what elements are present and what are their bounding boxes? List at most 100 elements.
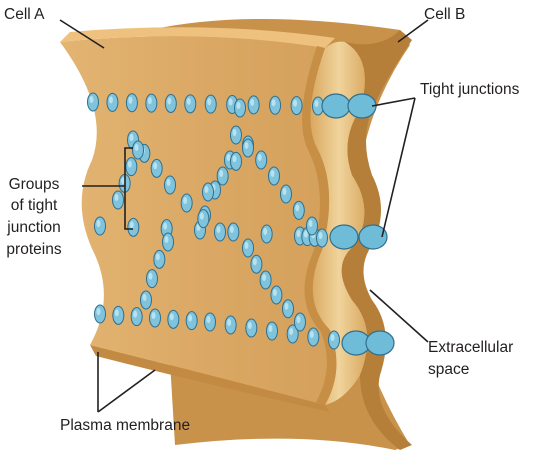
protein-bead [197, 209, 210, 229]
protein-bead [94, 216, 106, 236]
protein-bead-highlight [309, 331, 314, 338]
protein-bead [185, 311, 198, 331]
protein-bead-highlight [164, 236, 169, 243]
protein-bead [112, 190, 124, 210]
protein-bead [145, 93, 158, 113]
protein-bead [164, 93, 177, 113]
protein-bead [125, 157, 138, 177]
protein-bead-highlight [96, 308, 101, 315]
protein-bead [307, 327, 320, 347]
protein-bead [180, 193, 193, 213]
protein-bead [255, 150, 268, 170]
protein-bead [294, 312, 306, 332]
protein-bead-highlight [318, 232, 323, 239]
protein-bead-highlight [207, 98, 212, 106]
protein-bead [87, 92, 99, 112]
protein-bead [127, 217, 140, 237]
cell-b-membrane-edge [341, 30, 412, 450]
protein-bead-highlight [183, 197, 188, 204]
label-extracellular-1: Extracellular [428, 339, 513, 356]
label-groups-1: Groups [9, 176, 60, 193]
protein-bead-highlight [128, 96, 133, 104]
protein-bead [247, 95, 260, 115]
protein-bead [282, 299, 294, 319]
protein-bead-highlight [114, 309, 119, 317]
protein-bead-highlight [247, 322, 252, 329]
protein-bead-highlight [289, 328, 294, 335]
protein-bead [250, 254, 263, 274]
protein-bead-highlight [216, 226, 221, 233]
protein-bead-highlight [204, 186, 209, 193]
protein-bead [269, 95, 282, 115]
protein-bead-highlight [166, 179, 171, 186]
cell-b-leader [397, 19, 429, 43]
protein-bead-highlight [169, 313, 174, 321]
protein-bead [184, 94, 197, 114]
protein-bead-highlight [236, 102, 241, 109]
protein-bead [270, 285, 283, 305]
protein-bead-highlight [219, 170, 224, 177]
protein-bead-highlight [134, 144, 139, 151]
protein-bead [153, 249, 166, 269]
protein-bead-highlight [186, 97, 191, 105]
protein-bead [125, 93, 138, 113]
label-cell-b: Cell B [424, 6, 465, 23]
cell-a-bottom-fold [90, 345, 330, 412]
protein-bead [292, 200, 305, 220]
protein-bead-highlight [252, 258, 257, 266]
protein-bead [202, 182, 214, 202]
protein-bead-highlight [296, 230, 301, 237]
extracellular-leader [369, 289, 429, 343]
protein-bead [260, 224, 273, 244]
cell-a-top-edge [60, 27, 335, 48]
protein-bead [266, 321, 278, 341]
protein-bead-highlight [271, 99, 276, 107]
protein-bead-highlight [129, 134, 134, 141]
protein-bead-highlight [270, 170, 275, 177]
protein-bead [164, 175, 176, 195]
protein-bead [230, 125, 242, 145]
protein-bead-highlight [296, 316, 301, 323]
tight-junction-bottom [341, 330, 395, 356]
protein-bead-highlight [244, 242, 249, 249]
protein-bead [167, 309, 180, 329]
protein-bead [112, 305, 125, 325]
tight-junction-leader-top [371, 97, 416, 107]
label-groups-2: of tight [11, 197, 58, 214]
label-plasma-membrane: Plasma membrane [60, 417, 190, 434]
protein-bead [132, 140, 144, 160]
protein-bead [259, 270, 272, 290]
protein-bead-highlight [96, 220, 101, 227]
label-groups-3: junction [6, 219, 60, 236]
protein-bead [106, 92, 119, 112]
protein-bead-highlight [108, 96, 113, 104]
protein-bead [224, 315, 237, 335]
protein-bead-highlight [151, 312, 156, 319]
protein-bead-highlight [121, 177, 126, 185]
protein-bead-highlight [232, 155, 237, 163]
protein-bead-highlight [155, 253, 160, 261]
protein-bead-highlight [268, 325, 273, 332]
protein-bead-highlight [250, 98, 255, 106]
protein-bead [150, 158, 163, 178]
protein-bead [290, 96, 303, 116]
protein-bead-highlight [303, 230, 308, 238]
groups-bracket [124, 147, 133, 230]
protein-bead-highlight [293, 99, 298, 107]
protein-bead-highlight [295, 204, 300, 212]
protein-bead-highlight [163, 222, 168, 230]
protein-bead [230, 151, 242, 171]
protein-bead-highlight [148, 272, 153, 280]
protein-bead [146, 269, 158, 289]
protein-bead-highlight [133, 310, 138, 318]
protein-bead-highlight [228, 98, 233, 106]
protein-bead-highlight [257, 154, 262, 161]
label-extracellular-2: space [428, 361, 469, 378]
protein-bead [204, 312, 216, 332]
protein-bead [316, 228, 328, 248]
plasma-membrane-leader-right [97, 369, 156, 413]
label-cell-a: Cell A [4, 6, 45, 23]
protein-bead [94, 304, 106, 324]
protein-bead-highlight [114, 194, 119, 201]
protein-bead [130, 307, 143, 327]
